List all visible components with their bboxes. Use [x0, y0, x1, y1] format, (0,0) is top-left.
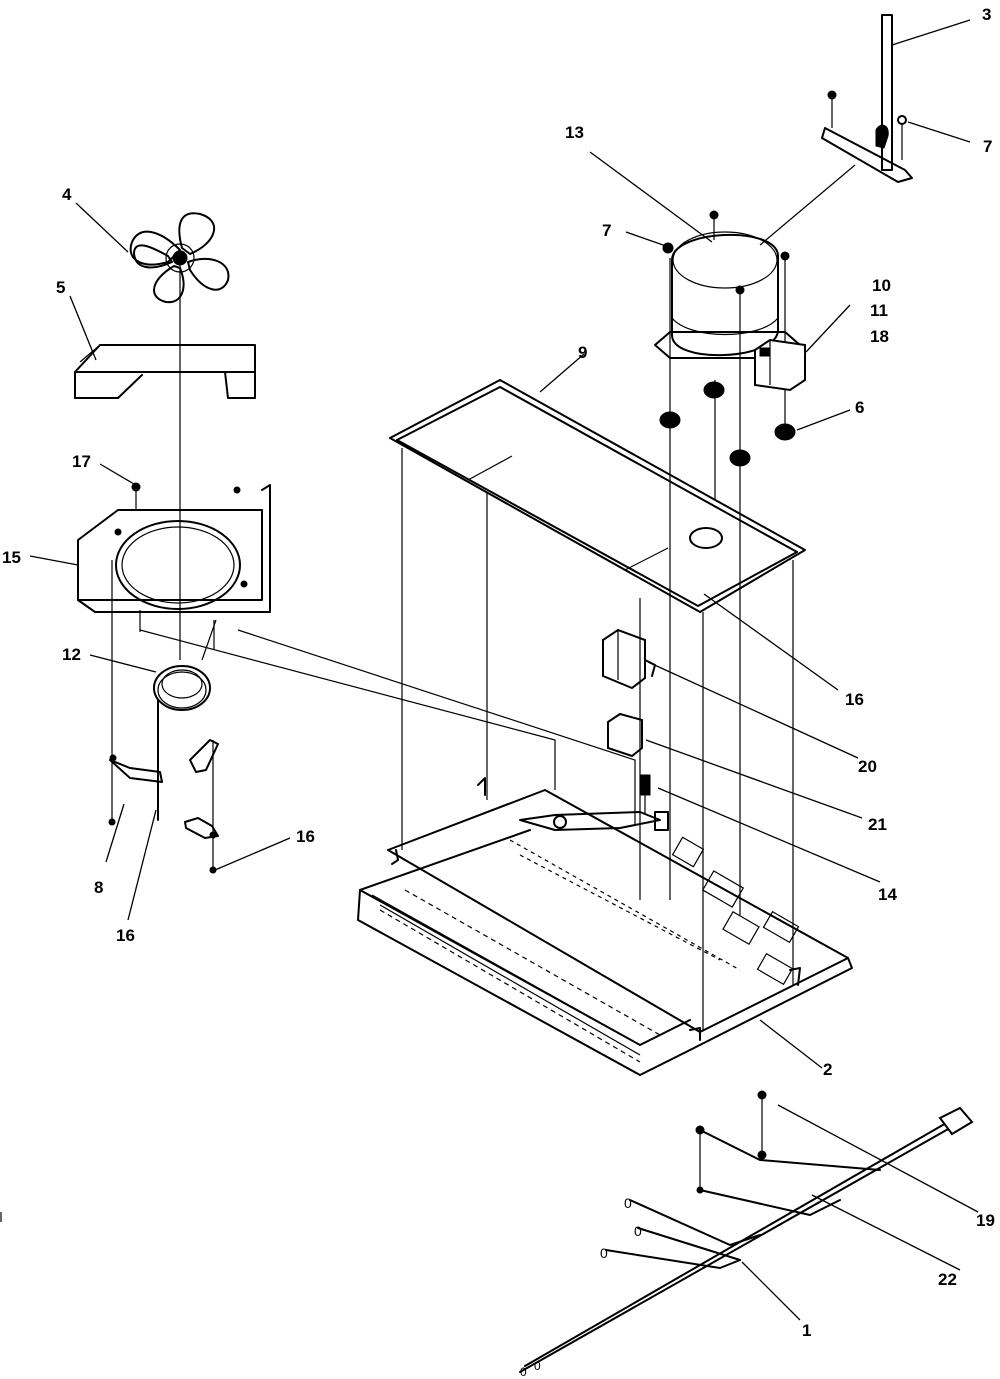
callout-14: 14: [878, 885, 897, 904]
svg-text:0: 0: [600, 1245, 608, 1261]
callout-12: 12: [62, 645, 81, 664]
svg-text:0: 0: [624, 1195, 632, 1211]
callout-6: 6: [855, 398, 864, 417]
callout-17: 17: [72, 452, 91, 471]
callout-7-bracket: 7: [983, 137, 992, 156]
base-pan-vents: [379, 839, 741, 1063]
run-relay: [607, 712, 643, 758]
compressor-mounting-plate: [389, 379, 806, 1030]
relay-overload: [754, 338, 806, 392]
callout-21: 21: [868, 815, 887, 834]
callout-labels: 1 2 3 4 5 6 7 7 8 9 10 11 18 12 13 14 15…: [2, 5, 995, 1340]
fan-bracket: [77, 484, 271, 613]
callout-4: 4: [62, 185, 72, 204]
tube-bracket: [759, 14, 913, 246]
base-fan-support: [519, 811, 669, 831]
start-capacitor: [602, 628, 656, 690]
callout-16-motor: 16: [296, 827, 315, 846]
callout-10: 10: [872, 276, 891, 295]
motor-mount-bracket: [108, 560, 219, 874]
base-pan: [357, 777, 853, 1076]
assembly-guide-lines: [139, 620, 636, 825]
callout-1: 1: [802, 1321, 811, 1340]
grommets: [659, 381, 796, 915]
fan-shroud: [74, 344, 256, 399]
callout-13: 13: [565, 123, 584, 142]
fan-motor: [153, 665, 211, 821]
screw-17: [131, 482, 141, 510]
callout-16-plate: 16: [845, 690, 864, 709]
callout-5: 5: [56, 278, 65, 297]
compressor-bolt: [709, 210, 719, 240]
callout-2: 2: [823, 1060, 832, 1079]
callout-16-bracket: 16: [116, 926, 135, 945]
callout-22: 22: [938, 1270, 957, 1289]
svg-text:0: 0: [520, 1365, 527, 1379]
callout-11: 11: [870, 301, 888, 320]
callout-3: 3: [982, 5, 991, 24]
defrost-part: [639, 774, 651, 815]
callout-19: 19: [976, 1211, 995, 1230]
callout-7-compressor: 7: [602, 221, 611, 240]
callout-8: 8: [94, 878, 103, 897]
callout-20: 20: [858, 757, 877, 776]
callout-18: 18: [870, 327, 889, 346]
svg-text:0: 0: [634, 1223, 642, 1239]
callout-15: 15: [2, 548, 21, 567]
callout-9: 9: [578, 343, 587, 362]
wire-harness: 0 0 0 0 0: [519, 1090, 974, 1379]
svg-text:0: 0: [534, 1359, 541, 1373]
leader-lines: [29, 19, 979, 1321]
